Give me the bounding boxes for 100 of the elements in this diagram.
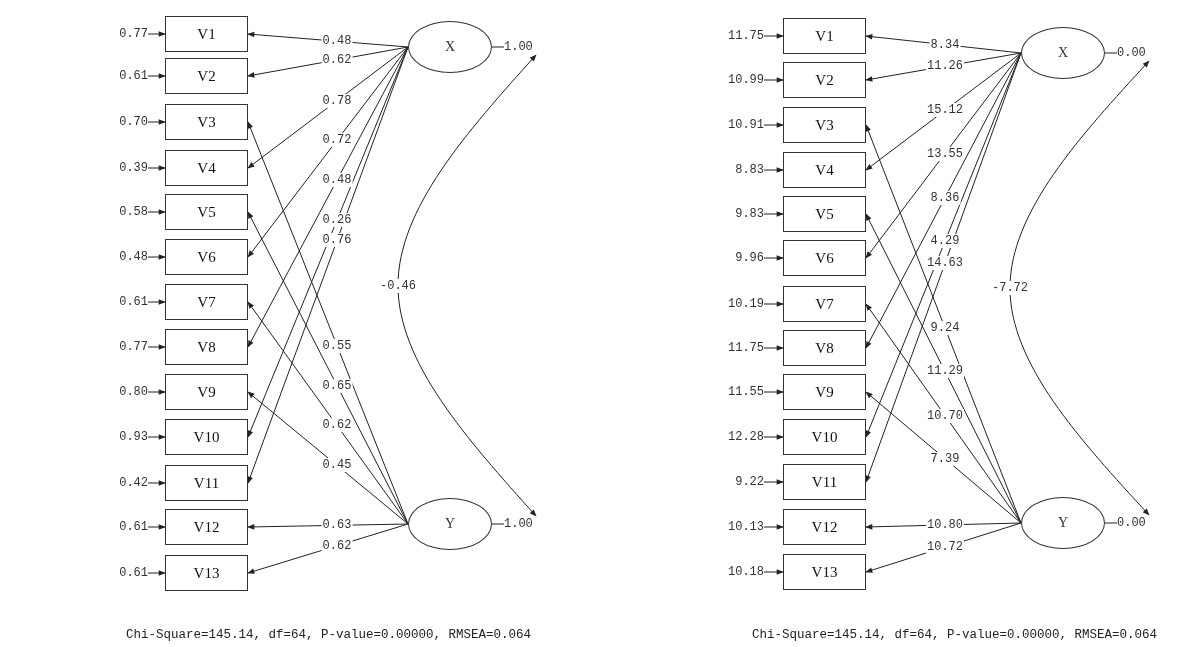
- observed-variable-box: V3: [783, 107, 866, 143]
- arrow: [247, 46, 409, 169]
- variance-value: 0.00: [1117, 515, 1153, 531]
- observed-variable-box: V10: [165, 419, 248, 455]
- error-variance-value: 0.70: [104, 114, 148, 130]
- connector-line: [1104, 522, 1118, 524]
- edge-label: 0.26: [321, 213, 353, 228]
- observed-variable-box: V3: [165, 104, 248, 140]
- error-variance-value: 10.91: [720, 117, 764, 133]
- error-variance-value: 11.75: [720, 340, 764, 356]
- arrow: [763, 122, 784, 128]
- curved-double-arrow: [1009, 60, 1150, 516]
- edge-label: 7.39: [929, 451, 961, 466]
- curved-double-arrow: [397, 54, 537, 517]
- error-variance-value: 8.83: [720, 162, 764, 178]
- observed-variable-box: V1: [783, 18, 866, 54]
- arrow: [763, 479, 784, 485]
- observed-variable-box: V4: [165, 150, 248, 186]
- fit-statistics: Chi-Square=145.14, df=64, P-value=0.00000, RMSEA=0.064: [752, 628, 1158, 642]
- variance-value: 1.00: [504, 516, 540, 532]
- error-variance-value: 0.61: [104, 519, 148, 535]
- error-variance-value: 0.61: [104, 294, 148, 310]
- variance-value: 1.00: [504, 39, 540, 55]
- arrow: [763, 167, 784, 173]
- connector-line: [491, 523, 505, 525]
- arrow: [763, 255, 784, 261]
- observed-variable-box: V6: [783, 240, 866, 276]
- observed-variable-box: V11: [783, 464, 866, 500]
- edge-label: 0.62: [321, 418, 353, 433]
- error-variance-value: 9.96: [720, 250, 764, 266]
- arrow: [865, 391, 1022, 524]
- arrow: [763, 211, 784, 217]
- variance-value: 0.00: [1117, 45, 1153, 61]
- error-variance-value: 0.77: [104, 339, 148, 355]
- edge-label: 10.72: [926, 540, 964, 554]
- edge-label: 14.63: [926, 256, 964, 271]
- edge-label: 9.24: [929, 320, 961, 335]
- edge-label: 0.48: [321, 173, 353, 188]
- arrow: [147, 119, 166, 125]
- observed-variable-box: V8: [165, 329, 248, 365]
- fit-statistics: Chi-Square=145.14, df=64, P-value=0.00000, RMSEA=0.064: [126, 628, 532, 642]
- edge-label: 4.29: [929, 234, 961, 249]
- error-variance-value: 0.61: [104, 68, 148, 84]
- observed-variable-box: V7: [783, 286, 866, 322]
- error-variance-value: 11.55: [720, 384, 764, 400]
- arrow: [147, 209, 166, 215]
- edge-label: 0.62: [321, 538, 353, 553]
- edge-label: 15.12: [926, 103, 964, 118]
- arrow: [865, 52, 1022, 259]
- error-variance-value: 11.75: [720, 28, 764, 44]
- arrow: [763, 434, 784, 440]
- observed-variable-box: V13: [165, 555, 248, 591]
- observed-variable-box: V2: [783, 62, 866, 98]
- arrow: [865, 52, 1022, 171]
- arrow: [147, 165, 166, 171]
- arrow: [147, 73, 166, 79]
- edge-label: 0.76: [321, 233, 353, 248]
- arrow: [147, 299, 166, 305]
- connector-line: [1104, 52, 1118, 54]
- arrow: [865, 124, 1022, 524]
- arrow: [147, 389, 166, 395]
- observed-variable-box: V5: [165, 194, 248, 230]
- edge-label: 10.70: [926, 408, 964, 423]
- observed-variable-box: V7: [165, 284, 248, 320]
- arrow: [247, 391, 409, 525]
- arrow: [247, 301, 409, 525]
- observed-variable-box: V12: [783, 509, 866, 545]
- error-variance-value: 0.61: [104, 565, 148, 581]
- observed-variable-box: V11: [165, 465, 248, 501]
- error-variance-value: 0.93: [104, 429, 148, 445]
- error-variance-value: 0.39: [104, 160, 148, 176]
- edge-label: 0.45: [321, 458, 353, 473]
- error-variance-value: 10.99: [720, 72, 764, 88]
- observed-variable-box: V5: [783, 196, 866, 232]
- error-variance-value: 10.19: [720, 296, 764, 312]
- edge-label: 0.55: [321, 338, 353, 353]
- edge-label: 13.55: [926, 146, 964, 161]
- edge-label: 8.36: [929, 190, 961, 205]
- connector-line: [491, 46, 505, 48]
- arrow: [763, 389, 784, 395]
- observed-variable-box: V1: [165, 16, 248, 52]
- error-variance-value: 9.83: [720, 206, 764, 222]
- arrow: [147, 434, 166, 440]
- arrow: [763, 33, 784, 39]
- observed-variable-box: V8: [783, 330, 866, 366]
- observed-variable-box: V9: [165, 374, 248, 410]
- edge-label: 11.29: [926, 364, 964, 379]
- arrow: [763, 301, 784, 307]
- error-variance-value: 0.48: [104, 249, 148, 265]
- error-variance-value: 0.58: [104, 204, 148, 220]
- observed-variable-box: V6: [165, 239, 248, 275]
- edge-label: 0.78: [321, 93, 353, 108]
- error-variance-value: 9.22: [720, 474, 764, 490]
- error-variance-value: 10.18: [720, 564, 764, 580]
- arrow: [763, 569, 784, 575]
- arrow: [147, 31, 166, 37]
- arrow: [147, 344, 166, 350]
- error-variance-value: 12.28: [720, 429, 764, 445]
- arrow: [147, 524, 166, 530]
- observed-variable-box: V13: [783, 554, 866, 590]
